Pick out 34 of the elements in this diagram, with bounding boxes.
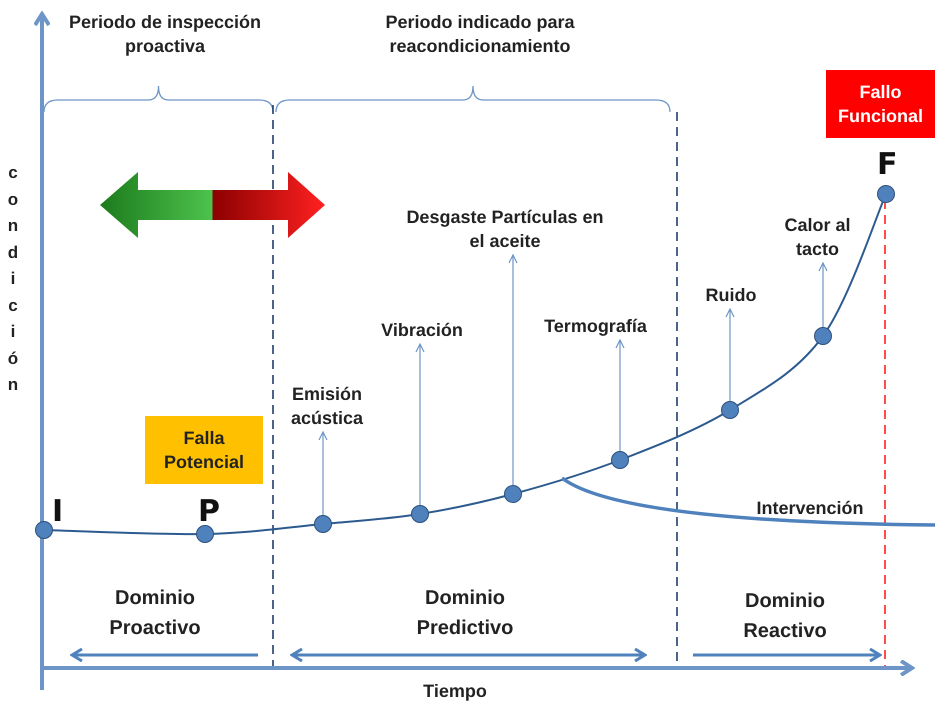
technique-label: Calor al tacto — [780, 213, 855, 261]
point-marker — [411, 505, 429, 523]
point-marker — [504, 485, 522, 503]
leader-arrow — [415, 343, 425, 505]
point-label: F — [877, 148, 898, 182]
point-marker — [35, 521, 53, 539]
failure-box: Falla Potencial — [145, 416, 263, 484]
point-label: I — [52, 495, 64, 529]
period-heading: Periodo de inspección proactiva — [68, 11, 262, 58]
leader-arrow — [615, 339, 625, 451]
point-marker — [314, 515, 332, 533]
leader-arrow — [318, 431, 328, 515]
domain-label: Dominio Proactivo — [108, 586, 202, 641]
technique-label: Emisión acústica — [282, 382, 372, 430]
leader-arrow — [818, 262, 828, 327]
axis-title: Tiempo — [422, 680, 488, 703]
failure-box: Fallo Funcional — [826, 70, 935, 138]
axis-title: condición — [6, 162, 20, 396]
leader-arrow — [508, 254, 518, 485]
point-marker — [814, 327, 832, 345]
technique-label: Ruido — [700, 283, 762, 307]
point-marker — [196, 525, 214, 543]
leader-arrow — [725, 308, 735, 401]
point-marker — [721, 401, 739, 419]
point-marker — [877, 185, 895, 203]
technique-label: Desgaste Partículas en el aceite — [400, 205, 610, 253]
curve-label: Intervención — [755, 497, 865, 520]
period-heading: Periodo indicado para reacondicionamiento — [384, 11, 576, 58]
domain-label: Dominio Predictivo — [416, 586, 514, 641]
point-label: P — [198, 495, 220, 529]
technique-label: Vibración — [372, 318, 472, 342]
domain-label: Dominio Reactivo — [742, 589, 828, 644]
point-marker — [611, 451, 629, 469]
technique-label: Termografía — [533, 314, 658, 338]
